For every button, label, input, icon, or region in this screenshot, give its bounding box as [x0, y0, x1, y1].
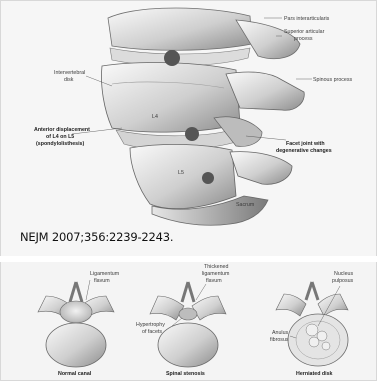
label-l5: L5 — [178, 170, 184, 176]
label-anterior-displacement-line2: of L4 on L5 — [46, 134, 74, 140]
label-pars-interarticularis: Pars interarticularis — [284, 16, 330, 22]
label-spinous-process: Spinous process — [313, 77, 353, 83]
vertebra-l5 — [130, 144, 236, 208]
caption-herniated-disk: Herniated disk — [296, 371, 333, 377]
label-sacrum: Sacrum — [236, 202, 255, 208]
label-facet-joint-line2: degenerative changes — [276, 148, 332, 154]
label-ligamentum-flavum-line2: flavum — [94, 278, 110, 284]
label-superior-articular-line2: process — [294, 36, 313, 42]
cross-section-normal — [38, 282, 114, 367]
label-hypertrophy-line1: Hypertrophy — [136, 322, 165, 328]
cross-section-herniated — [276, 282, 348, 366]
label-nucleus-line1: Nucleus — [334, 271, 353, 277]
label-anulus-line1: Anulus — [272, 330, 289, 336]
label-superior-articular-line1: Superior articular — [284, 29, 325, 35]
caption-normal-canal: Normal canal — [58, 371, 92, 377]
label-thickened-line1: Thickened — [204, 264, 228, 270]
label-thickened-line3: flavum — [206, 278, 222, 284]
citation-text: NEJM 2007;356:2239-2243. — [20, 230, 173, 244]
label-ligamentum-flavum-line1: Ligamentum — [90, 271, 120, 277]
label-hypertrophy-line2: of facets — [142, 329, 162, 335]
label-intervertebral-line2: disk — [64, 77, 74, 83]
label-nucleus-line2: pulposus — [332, 278, 354, 284]
label-anterior-displacement-line1: Anterior displacement — [34, 127, 90, 133]
label-facet-joint-line1: Facet joint with — [286, 141, 325, 147]
label-l4: L4 — [152, 114, 158, 120]
label-anterior-displacement-line3: (spondylolisthesis) — [36, 141, 85, 147]
label-intervertebral-line1: Intervertebral — [54, 70, 85, 76]
vertebra-upper — [108, 8, 252, 50]
label-anulus-line2: fibrosus — [270, 337, 289, 343]
label-thickened-line2: ligamentum — [202, 271, 230, 277]
caption-spinal-stenosis: Spinal stenosis — [166, 371, 205, 377]
